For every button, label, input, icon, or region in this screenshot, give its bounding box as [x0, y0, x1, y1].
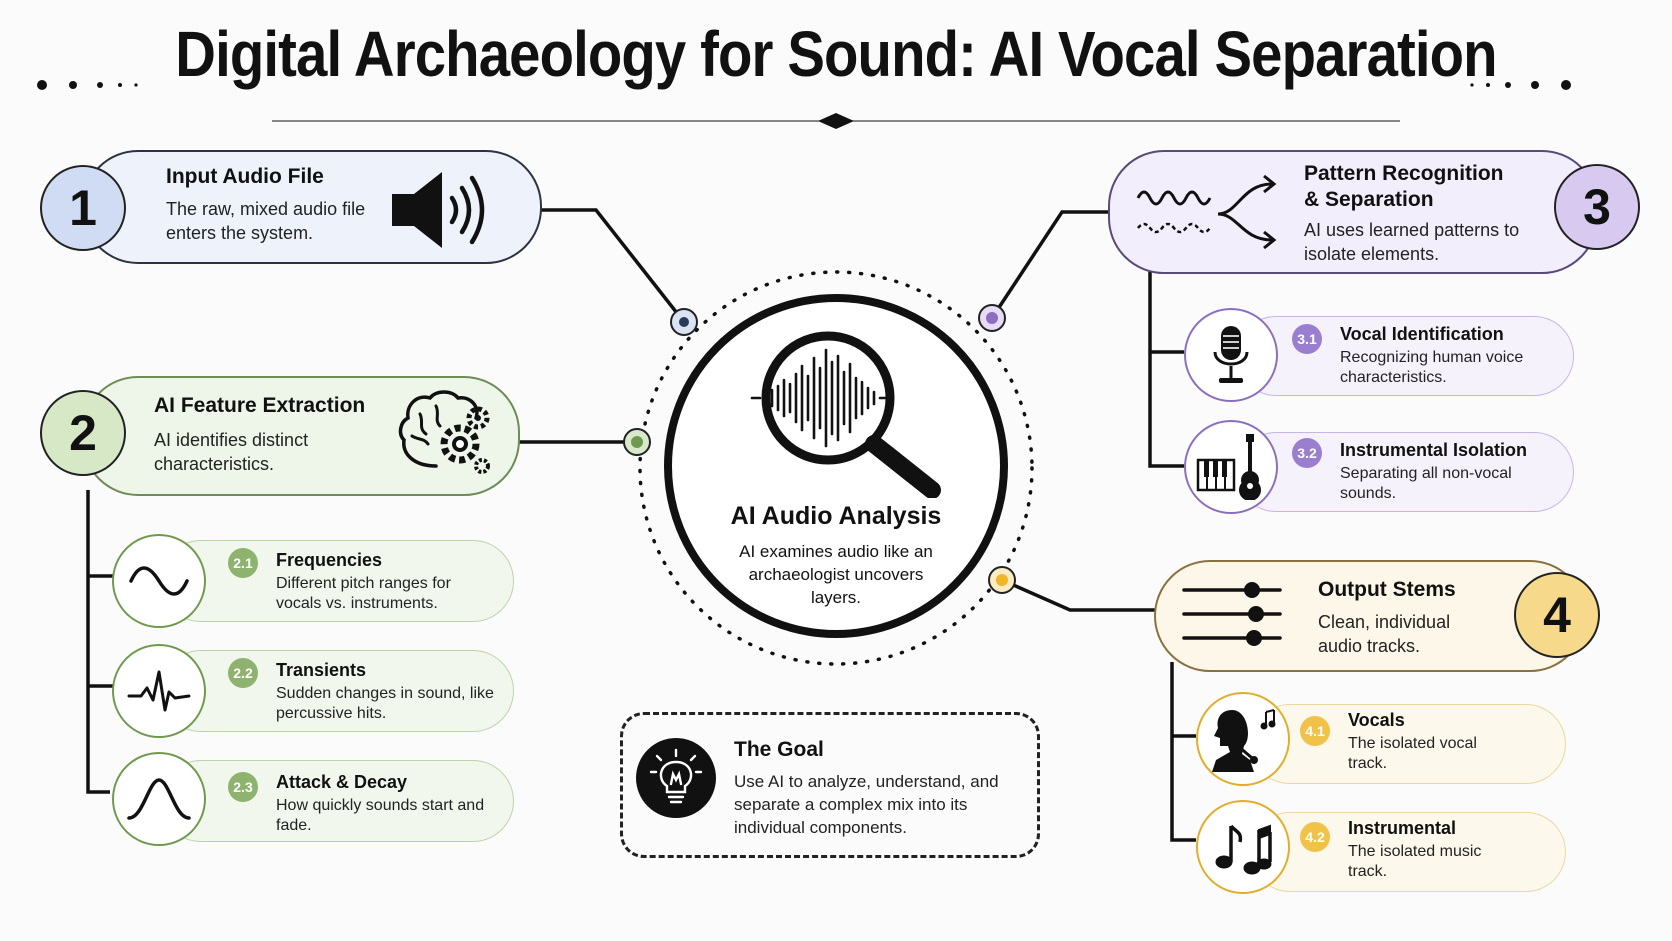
step-pattern-title-line2: & Separation [1304, 188, 1434, 211]
step-features-card [82, 376, 520, 496]
page-title: Digital Archaeology for Sound: AI Vocal … [175, 18, 1497, 90]
center-dotted-ring [638, 270, 1034, 666]
feature-title-2: Transients [276, 660, 367, 680]
features-tree [86, 490, 116, 794]
step-number-badge-4: 4 [1514, 572, 1600, 658]
output-number-badge-2: 4.2 [1300, 822, 1330, 852]
feature-title-1: Frequencies [276, 550, 383, 570]
feature-card-attack-decay [160, 760, 514, 842]
output-title-2: Instrumental [1348, 818, 1457, 838]
output-icon-circle-2 [1196, 800, 1290, 894]
spike-wave-icon [127, 670, 191, 712]
step-pattern-desc: AI uses learned patterns to isolate elem… [1304, 220, 1520, 264]
step-input-card [82, 150, 542, 264]
music-notes-icon [1215, 824, 1272, 875]
speaker-icon [392, 172, 485, 248]
separation-card-vocal [1236, 316, 1574, 396]
output-icon-circle-1 [1196, 692, 1290, 786]
output-title-1: Vocals [1348, 710, 1405, 730]
feature-desc-2: Sudden changes in sound, like percussive… [276, 685, 494, 722]
step-pattern-card [1108, 150, 1598, 274]
goal-title: The Goal [734, 738, 824, 761]
step-output-title: Output Stems [1318, 578, 1456, 601]
separation-card-instrumental [1236, 432, 1574, 512]
goal-icon-circle [636, 738, 716, 818]
feature-desc-1: Different pitch ranges for vocals vs. in… [276, 575, 451, 612]
step-input-title: Input Audio File [166, 165, 324, 188]
separation-desc-2: Separating all non-vocal sounds. [1340, 465, 1512, 502]
feature-icon-circle-3 [112, 752, 206, 846]
step-output-desc: Clean, individual audio tracks. [1318, 612, 1451, 656]
output-desc-1: The isolated vocal track. [1348, 735, 1477, 772]
separation-title-2: Instrumental Isolation [1340, 440, 1528, 460]
piano-guitar-icon [1196, 434, 1261, 500]
step-input-desc: The raw, mixed audio file enters the sys… [166, 199, 366, 243]
feature-card-frequencies [160, 540, 514, 622]
feature-number-badge-3: 2.3 [228, 772, 258, 802]
title-diamond [818, 113, 854, 129]
sine-wave-icon [129, 566, 189, 596]
feature-card-transients [160, 650, 514, 732]
feature-number-badge-2: 2.2 [228, 658, 258, 688]
output-card-instrumental [1250, 812, 1566, 892]
output-desc-2: The isolated music track. [1348, 843, 1482, 880]
wave-split-icon [1136, 174, 1277, 250]
separation-title-1: Vocal Identification [1340, 324, 1504, 344]
separation-icon-circle-1 [1184, 308, 1278, 402]
separation-icon-circle-2 [1184, 420, 1278, 514]
step-features-desc: AI identifies distinct characteristics. [154, 430, 309, 474]
center-desc: AI examines audio like an archaeologist … [739, 542, 933, 607]
separation-desc-1: Recognizing human voice characteristics. [1340, 349, 1524, 386]
step-features-title: AI Feature Extraction [154, 394, 366, 417]
title-dots-left [37, 80, 138, 90]
output-number-badge-1: 4.1 [1300, 716, 1330, 746]
feature-title-3: Attack & Decay [276, 772, 408, 792]
separation-tree [1148, 272, 1184, 468]
step-number-badge-3: 3 [1554, 164, 1640, 250]
connector-pattern [990, 210, 1110, 319]
brain-gears-icon [398, 390, 490, 474]
singer-icon [1212, 709, 1276, 772]
center-title: AI Audio Analysis [730, 502, 942, 530]
feature-icon-circle-1 [112, 534, 206, 628]
step-number-badge-2: 2 [40, 390, 126, 476]
envelope-curve-icon [127, 778, 191, 820]
magnifier-waveform-icon [750, 331, 941, 498]
goal-desc: Use AI to analyze, understand, and separ… [734, 772, 999, 837]
separation-number-badge-1: 3.1 [1292, 324, 1322, 354]
step-number-badge-1: 1 [40, 165, 126, 251]
output-card-vocals [1250, 704, 1566, 784]
step-pattern-title-line1: Pattern Recognition [1304, 162, 1504, 185]
outputs-tree [1170, 662, 1196, 842]
feature-desc-3: How quickly sounds start and fade. [276, 797, 485, 834]
feature-number-badge-1: 2.1 [228, 548, 258, 578]
lightbulb-icon [649, 748, 703, 804]
connector-output [1001, 578, 1158, 612]
feature-icon-circle-2 [112, 644, 206, 738]
separation-number-badge-2: 3.2 [1292, 438, 1322, 468]
connector-input [540, 208, 686, 324]
mixer-sliders-icon [1182, 582, 1282, 646]
microphone-icon [1213, 326, 1249, 383]
title-dots-right [1470, 80, 1571, 90]
